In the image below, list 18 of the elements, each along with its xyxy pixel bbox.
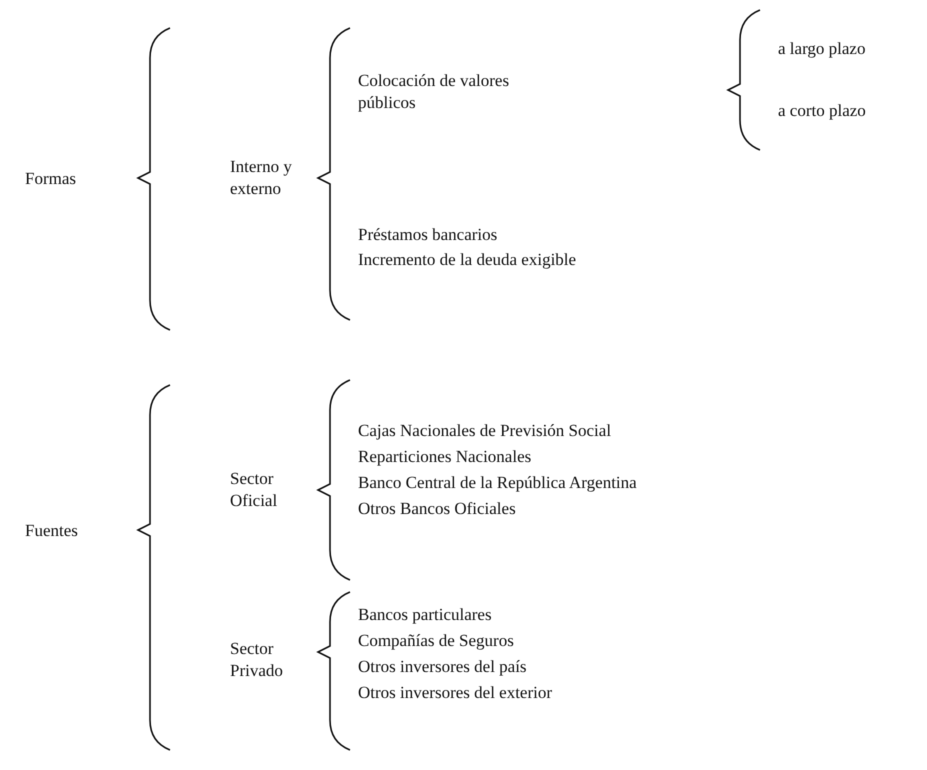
subcategory-label: Sector Oficial — [230, 468, 278, 512]
category-label: Fuentes — [25, 520, 79, 542]
item-label: Incremento de la deuda exigible — [358, 249, 578, 271]
item-label: Colocación de valores públicos — [358, 70, 510, 114]
item-label: Bancos particulares — [358, 604, 493, 626]
item-label: Otros inversores del exterior — [358, 682, 554, 704]
item-label: Compañías de Seguros — [358, 630, 515, 652]
term-label: a corto plazo — [778, 100, 867, 122]
subcategory-label: Interno y externo — [230, 156, 293, 200]
subcategory-label: Sector Privado — [230, 638, 284, 682]
item-label: Banco Central de la República Argentina — [358, 472, 638, 494]
category-label: Formas — [25, 168, 77, 190]
term-label: a largo plazo — [778, 38, 866, 60]
item-label: Reparticiones Nacionales — [358, 446, 532, 468]
item-label: Otros Bancos Oficiales — [358, 498, 517, 520]
item-label: Cajas Nacionales de Previsión Social — [358, 420, 612, 442]
item-label: Préstamos bancarios — [358, 224, 498, 246]
item-label: Otros inversores del país — [358, 656, 528, 678]
